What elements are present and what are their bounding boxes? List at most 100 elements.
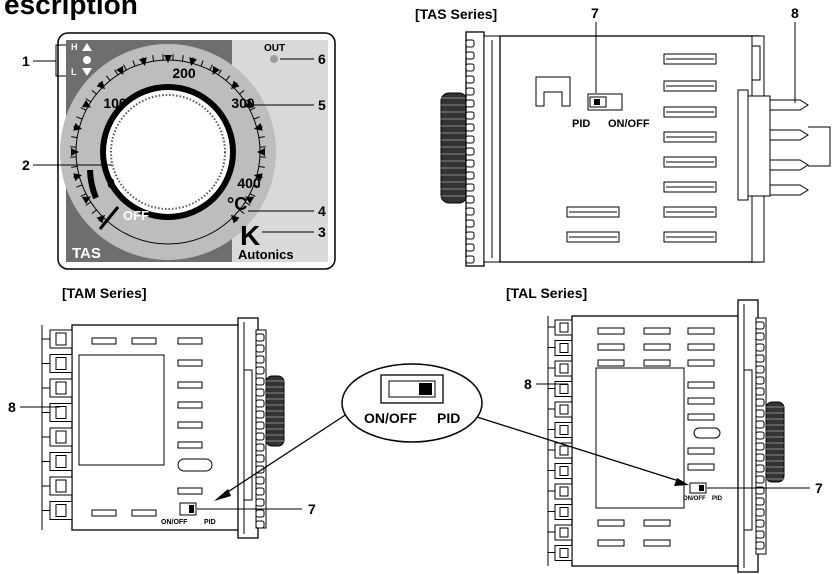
tam-terminal-screw <box>55 455 67 468</box>
tam-bezel-ridge <box>255 355 265 364</box>
tas-bezel-ridge <box>465 123 475 132</box>
callout-7-tam: 7 <box>308 501 316 517</box>
tal-terminal-screw <box>559 466 569 476</box>
tal-knob <box>765 401 785 483</box>
tas-pin <box>769 99 809 111</box>
tal-bezel-ridge <box>755 442 765 451</box>
callout-8-tas: 8 <box>791 5 799 21</box>
zoom-onoff-label: ON/OFF <box>364 410 417 426</box>
tam-vent-slot <box>177 421 203 429</box>
dial-marker-icon <box>257 148 265 156</box>
tal-bezel-ridge <box>755 420 765 429</box>
off-label: OFF <box>123 208 149 223</box>
scale-300: 300 <box>231 95 255 111</box>
dial-tick <box>239 89 245 95</box>
dial-tick <box>258 136 265 139</box>
tal-vent-slot <box>687 447 715 455</box>
tam-terminal-screw <box>55 357 67 370</box>
tal-bezel-ridge <box>755 321 765 330</box>
dial-tick <box>217 69 222 76</box>
dial-off-segment <box>87 169 99 200</box>
scale-100: 100 <box>103 95 127 111</box>
tam-terminal-screw <box>55 332 67 346</box>
tam-terminals <box>41 325 73 530</box>
dial-marker-icon <box>230 80 240 90</box>
tal-vent-slot <box>687 381 715 389</box>
dial-marker-icon <box>139 57 147 67</box>
dial-tick <box>253 184 260 188</box>
tam-vent-slot <box>177 337 203 345</box>
tal-bezel-ridge <box>755 387 765 396</box>
tam-side-view: [TAM Series] ON/OFF PID 8 7 <box>8 285 316 539</box>
tas-bezel-ridge <box>465 99 475 108</box>
tal-bezel-ridge <box>755 453 765 462</box>
dial-tick <box>71 136 78 139</box>
scale-200: 200 <box>172 65 196 81</box>
tam-vent-slot <box>177 487 203 495</box>
tam-vent-slot <box>177 359 203 367</box>
dial-tick <box>91 89 97 95</box>
tal-vent-slot <box>643 359 671 367</box>
dial-tick <box>76 184 83 188</box>
tam-vent-slot <box>91 509 117 517</box>
dial-tick <box>114 69 119 76</box>
tas-series-title: [TAS Series] <box>415 6 497 22</box>
dial-marker-icon <box>253 173 263 181</box>
tam-vent-slot <box>131 509 157 517</box>
dial-tick <box>225 75 231 81</box>
tal-vent-slot <box>597 343 625 351</box>
dial-tick <box>253 116 260 120</box>
tal-terminal-screw <box>559 322 569 333</box>
tam-bezel-ridge <box>255 498 265 507</box>
tal-bezel-ridge <box>755 365 765 374</box>
callout-7-tas: 7 <box>591 5 599 21</box>
callout-4: 4 <box>318 203 326 219</box>
tal-vent-slot <box>643 519 671 527</box>
tas-latch <box>535 76 571 107</box>
tal-vent-slot <box>687 343 715 351</box>
zoom-arrow-left <box>219 409 354 498</box>
dial-marker-icon <box>71 148 79 156</box>
dial-tick <box>239 209 245 215</box>
dial-tick <box>152 55 155 62</box>
tal-vent-slot <box>597 539 625 547</box>
tas-bezel-ridge <box>465 243 475 252</box>
tam-terminal-screw <box>55 504 67 517</box>
brand-label: Autonics <box>238 247 294 262</box>
zoom-arrowhead-right-icon <box>674 478 689 486</box>
dial-tick <box>244 201 251 206</box>
scale-400: 400 <box>237 175 261 191</box>
tal-terminal-screw <box>559 507 569 517</box>
tal-vent-slot <box>643 327 671 335</box>
off-marker-line <box>98 206 120 230</box>
tas-bezel-ridge <box>465 207 475 216</box>
tal-terminal-screw <box>559 527 569 538</box>
tal-bezel-ridge <box>755 541 765 550</box>
tal-terminal-screw <box>559 404 569 415</box>
tal-display-window <box>595 367 685 509</box>
tam-switch-lever <box>189 505 194 513</box>
zoom-arrowhead-left-icon <box>214 489 231 501</box>
tam-bezel-ridge <box>255 410 265 419</box>
tam-bezel-ridge <box>255 432 265 441</box>
callout-1: 1 <box>22 53 30 69</box>
tal-terminals <box>547 316 573 566</box>
tal-bezel-ridge <box>755 486 765 495</box>
tal-terminal-screw <box>559 425 569 435</box>
tal-vent-slot <box>643 343 671 351</box>
tas-bezel-ridge <box>465 219 475 228</box>
tal-bezel-ridge <box>755 354 765 363</box>
tas-vent-slots <box>566 53 717 243</box>
tal-vent-slot <box>687 359 715 367</box>
tam-display-window <box>78 354 165 466</box>
tam-bezel-ridge <box>255 399 265 408</box>
l-arrow-icon <box>82 68 92 76</box>
tam-bezel-ridge <box>255 388 265 397</box>
callout-8-tam: 8 <box>8 399 16 415</box>
tas-bezel-ridge <box>465 195 475 204</box>
dial-marker-icon <box>230 214 240 224</box>
dial-marker-icon <box>253 123 263 131</box>
tam-bezel-ridge <box>255 465 265 474</box>
tas-connector-block <box>737 89 749 201</box>
callout-7-tal: 7 <box>815 480 823 496</box>
